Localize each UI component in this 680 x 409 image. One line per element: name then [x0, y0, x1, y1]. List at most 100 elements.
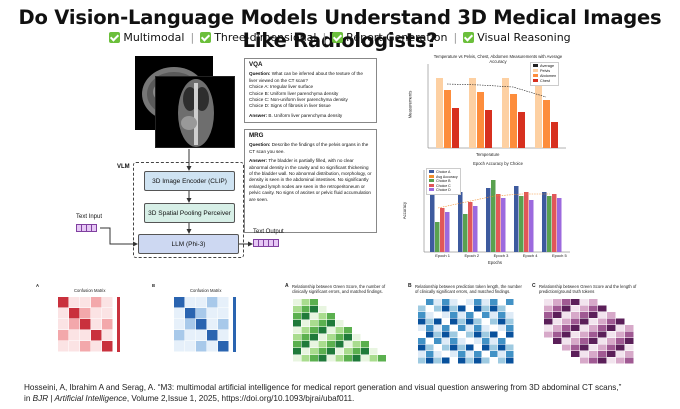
legend-item: Choice C — [429, 183, 458, 189]
legend-item: Choice D — [429, 188, 458, 193]
heatmap-cell — [490, 312, 498, 318]
confusion-matrix-blue: B Confusion Matrix — [152, 283, 267, 367]
heatmap-cell — [580, 318, 589, 325]
bar — [502, 78, 509, 148]
heatmap-cell — [466, 325, 474, 331]
heatmap-cell — [466, 331, 474, 338]
epoch-xticks: Epoch 1 Epoch 2 Epoch 3 Epoch 4 Epoch 5 — [435, 253, 567, 258]
heatmap-cell — [310, 299, 318, 306]
heatmap-cell — [293, 327, 301, 334]
heatmap-cell — [418, 344, 426, 351]
heatmap-cell — [418, 318, 426, 325]
heatmap-cell — [102, 297, 113, 308]
heatmap-cell — [335, 355, 344, 362]
heatmap-cell — [544, 318, 553, 325]
heatmap-cell — [418, 312, 426, 318]
heatmap-cell — [466, 312, 474, 318]
heatmap-cell — [474, 318, 482, 325]
heatmap-cell — [434, 305, 442, 312]
heatmap-cell — [207, 297, 218, 308]
heatmap-cell — [553, 325, 562, 331]
heatmap-cell — [589, 338, 598, 344]
heatmap-cell — [571, 344, 580, 351]
bar — [473, 206, 478, 252]
green-heatmap — [293, 299, 386, 362]
heatmap-cell — [544, 331, 553, 338]
heatmap-cell — [318, 334, 327, 341]
heatmap-cell — [418, 325, 426, 331]
heatmap-cell — [344, 355, 352, 362]
heatmap-cell — [571, 351, 580, 357]
heatmap-cell — [598, 357, 607, 364]
heatmap-cell — [466, 318, 474, 325]
heatmap-cell — [589, 351, 598, 357]
heatmap-cell — [369, 355, 378, 362]
heatmap-cell — [344, 341, 352, 348]
heatmap-cell — [598, 351, 607, 357]
heatmap-cell — [458, 318, 466, 325]
heatmap-cell — [442, 344, 450, 351]
confusion-grid-blue — [174, 297, 236, 352]
bar — [518, 112, 525, 148]
legend-item: Choice B — [429, 179, 458, 184]
heatmap-cell — [458, 357, 466, 364]
heatmap-cell — [562, 338, 571, 344]
vlm-label: VLM — [117, 164, 130, 170]
heatmap-cell — [301, 320, 310, 327]
check-icon — [332, 32, 344, 43]
heatmap-cell — [498, 325, 506, 331]
heatmap-cell — [571, 338, 580, 344]
heatmap-cell — [450, 351, 458, 357]
heatmap-cell — [174, 341, 185, 352]
heatmap-cell — [562, 318, 571, 325]
heatmap-cell — [301, 334, 310, 341]
heatmap-cell — [80, 297, 91, 308]
heatmap-cell — [301, 348, 310, 355]
heatmap-cell — [589, 318, 598, 325]
check-icon — [109, 32, 121, 43]
heatmap-cell — [207, 308, 218, 319]
heatmap-cell — [450, 344, 458, 351]
heatmap-cell — [571, 325, 580, 331]
bar — [510, 94, 517, 148]
heatmap-cell — [426, 357, 434, 364]
heatmap-cell — [434, 325, 442, 331]
bar — [524, 192, 529, 252]
bar — [491, 180, 496, 252]
bar — [469, 78, 476, 148]
heatmap-cell — [616, 338, 625, 344]
legend-item: Avg Accuracy — [429, 174, 458, 180]
heatmap-cell — [506, 331, 514, 338]
heatmap-cell — [318, 327, 327, 334]
bar — [485, 110, 492, 148]
heatmap-cell — [562, 305, 571, 312]
heatmap-cell — [174, 330, 185, 341]
check-icon — [200, 32, 212, 43]
heatmap-cell — [616, 318, 625, 325]
heatmap-cell — [490, 305, 498, 312]
bar — [542, 192, 547, 252]
heatmap-cell — [506, 351, 514, 357]
heatmap-cell — [598, 331, 607, 338]
heatmap-cell — [506, 357, 514, 364]
heatmap-cell — [589, 325, 598, 331]
heatmap-cell — [352, 355, 361, 362]
heatmap-cell — [434, 299, 442, 305]
heatmap-cell — [418, 357, 426, 364]
heatmap-cell — [616, 357, 625, 364]
heatmap-cell — [369, 348, 378, 355]
heatmap-cell — [482, 312, 490, 318]
heatmap-cell — [196, 308, 207, 319]
heatmap-cell — [474, 357, 482, 364]
legend-item: Pelvis — [533, 69, 556, 74]
text-output-label: Text Output — [253, 229, 284, 235]
heatmap-cell — [474, 331, 482, 338]
heatmap-cell — [458, 344, 466, 351]
heatmap-cell — [293, 341, 301, 348]
blue-heatmap-panel: B Relationship between prediction token … — [406, 283, 526, 371]
colorbar — [117, 297, 120, 352]
heatmap-cell — [196, 297, 207, 308]
heatmap-cell — [335, 348, 344, 355]
citation: Hosseini, A, Ibrahim A and Serag, A. “M3… — [24, 383, 622, 403]
heatmap-cell — [498, 344, 506, 351]
